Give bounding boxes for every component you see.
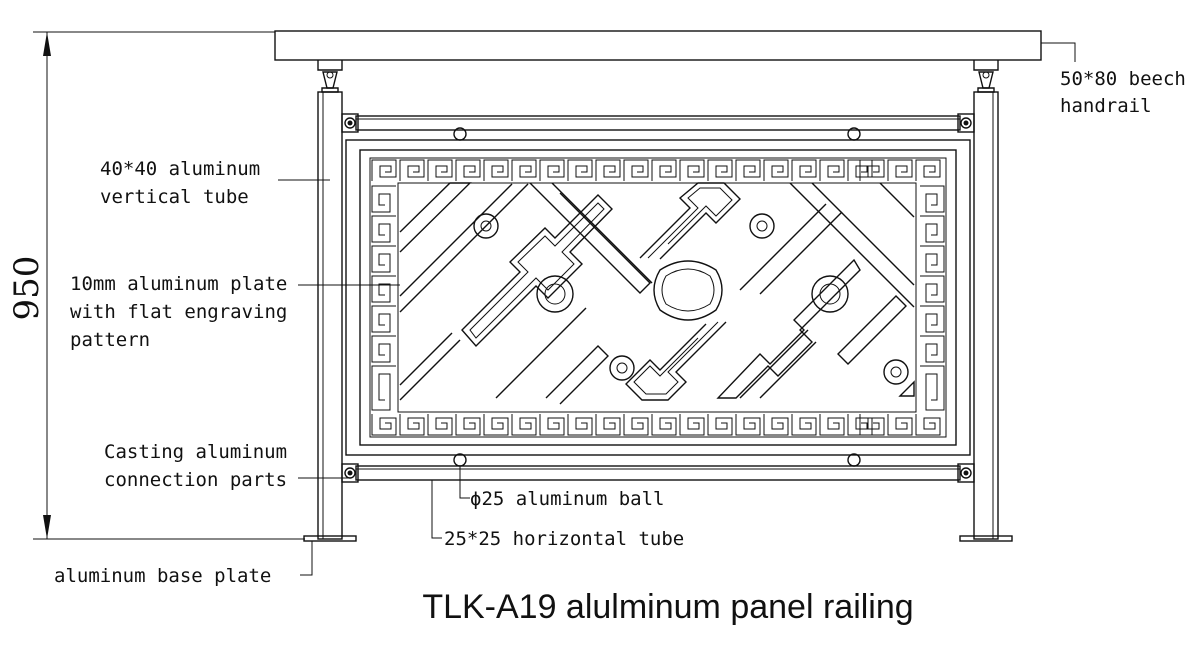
label-vertical-tube-line1: 40*40 aluminum [100,158,260,180]
label-plate-line2: with flat engraving [70,301,287,323]
aluminum-plate [345,139,971,456]
engraving-pattern [399,182,915,405]
connection-part [341,113,975,483]
left-post [303,60,357,542]
bottom-horizontal-tube [355,465,961,481]
label-casting-line2: connection parts [104,469,287,491]
label-plate-line3: pattern [70,329,150,351]
aluminum-ball [453,127,861,467]
beech-handrail [274,30,1042,61]
label-vertical-tube-line2: vertical tube [100,186,249,208]
right-post [959,60,1013,542]
label-ball: ϕ25 aluminum ball [470,488,664,510]
label-handrail-line1: 50*80 beech [1060,68,1186,90]
label-handrail-line2: handrail [1060,95,1152,117]
label-horizontal-tube: 25*25 horizontal tube [444,528,684,550]
top-horizontal-tube [355,115,961,131]
height-dimension: 950 [7,31,305,540]
drawing-title: TLK-A19 alulminum panel railing [422,588,913,626]
label-plate-line1: 10mm aluminum plate [70,273,287,295]
label-base-plate: aluminum base plate [54,565,271,587]
leader-lines [278,42,1076,576]
height-dimension-value: 950 [7,256,47,321]
greek-key-border [371,159,945,436]
label-casting-line1: Casting aluminum [104,441,287,463]
